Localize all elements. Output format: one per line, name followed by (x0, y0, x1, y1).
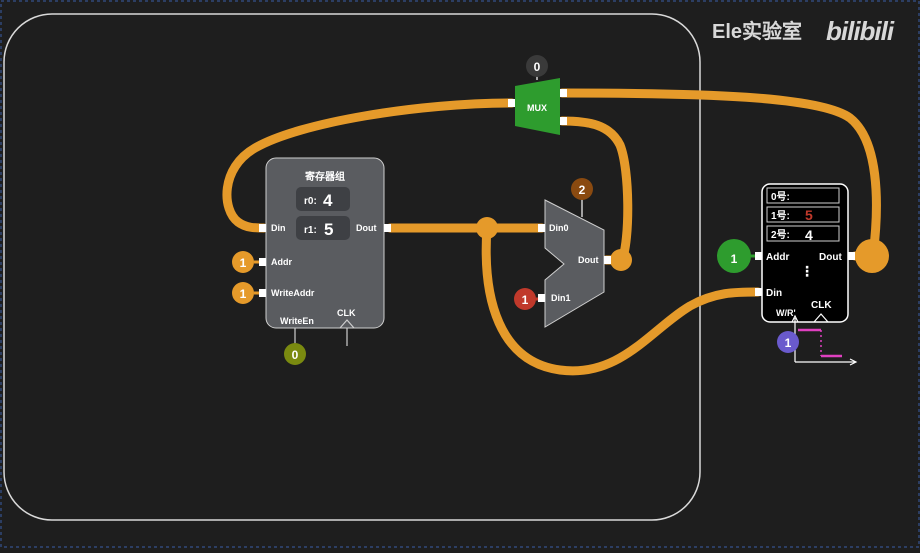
mem-din-port (755, 288, 762, 296)
mem-addr-value: 1 (731, 252, 738, 266)
alu-din1-badge[interactable] (514, 288, 536, 310)
mem-out-node (855, 239, 889, 273)
alu-din1-port (538, 294, 545, 302)
wire-to-mem-din (481, 223, 763, 376)
reg-writeaddr-label: WriteAddr (271, 288, 315, 298)
mem-addr-label: Addr (766, 252, 789, 263)
memory-row-1-label: 1号: (771, 210, 790, 222)
writeen-input-badge[interactable] (284, 343, 306, 365)
addr-input-value: 1 (240, 256, 247, 270)
register-file: 寄存器组 r0: 4 r1: 5 Din Dout Addr WriteAddr… (259, 157, 391, 346)
mem-addr-badge[interactable] (717, 239, 751, 273)
reg-dout-port (384, 224, 391, 232)
mem-clk-label: CLK (811, 300, 832, 311)
mem-wr-badge[interactable] (777, 331, 799, 353)
memory-ellipsis: ⋮ (800, 263, 814, 279)
reg-addr-label: Addr (271, 257, 292, 267)
memory-row-1 (766, 206, 840, 223)
watermark-site: bilibili (826, 16, 895, 46)
reg-din-port (259, 224, 266, 232)
alu-out-node (610, 249, 632, 271)
alu: Din0 Din1 Dout 2 1 (514, 178, 611, 328)
alu-din0-label: Din0 (549, 223, 569, 233)
register-file-title: 寄存器组 (305, 170, 345, 183)
mux: MUX 0 (508, 55, 567, 135)
alu-din1-label: Din1 (551, 293, 571, 303)
memory-row-0-label: 0号: (771, 191, 790, 203)
mux-in1-port (560, 89, 567, 97)
memory: 0号: 1号: 5 2号: 4 ⋮ Addr Dout Din W/R' CLK (755, 183, 855, 323)
memory-row-2-value: 4 (805, 227, 813, 243)
alu-control-value: 2 (579, 183, 586, 197)
alu-dout-port (604, 256, 611, 264)
register-r1-box (296, 216, 350, 240)
mux-label: MUX (527, 103, 547, 113)
mem-addr-port (755, 252, 762, 260)
memory-row-0 (766, 187, 840, 204)
register-r0-box (296, 187, 350, 211)
wire-junction (476, 217, 498, 239)
mux-body (515, 78, 560, 135)
memory-row-2-label: 2号: (771, 229, 790, 241)
mem-wr-label: W/R' (776, 308, 796, 318)
writeaddr-input-badge[interactable] (232, 282, 254, 304)
memory-row-1-value: 5 (805, 207, 813, 223)
register-r1-label: r1: (304, 225, 317, 236)
wires (222, 88, 881, 376)
wire-mem-to-mux (557, 88, 881, 261)
alu-din0-port (538, 224, 545, 232)
memory-row-2 (766, 225, 840, 242)
mem-dout-port (848, 252, 855, 260)
alu-dout-label: Dout (578, 255, 599, 265)
reg-writeaddr-port (259, 289, 266, 297)
addr-input-badge[interactable] (232, 251, 254, 273)
wave-x-arrow (849, 358, 858, 366)
reg-dout-label: Dout (356, 223, 377, 233)
register-file-body (265, 157, 385, 329)
reg-din-label: Din (271, 223, 286, 233)
register-r0-value: 4 (323, 191, 333, 210)
mem-dout-label: Dout (819, 252, 842, 263)
clock-waveform (791, 314, 858, 366)
mem-wr-value: 1 (785, 336, 792, 350)
alu-control-badge[interactable] (571, 178, 593, 200)
register-r0-label: r0: (304, 196, 317, 207)
wire-mux-to-din (222, 98, 517, 233)
wire-alu-to-mux (557, 116, 633, 265)
mux-select-value: 0 (534, 60, 541, 74)
writeen-input-value: 0 (292, 348, 299, 362)
alu-body (544, 199, 605, 328)
wave-y-arrow (791, 314, 799, 323)
mux-in2-port (560, 117, 567, 125)
alu-din1-value: 1 (522, 293, 529, 307)
register-r1-value: 5 (324, 220, 333, 239)
mux-select-badge[interactable] (526, 55, 548, 77)
reg-clk-label: CLK (337, 308, 356, 318)
watermark-brand: Ele实验室 (712, 19, 802, 43)
reg-writeen-label: WriteEn (280, 316, 314, 326)
mem-clk-triangle (813, 313, 829, 323)
mux-out-port (508, 99, 515, 107)
writeaddr-input-value: 1 (240, 287, 247, 301)
reg-clk-triangle (339, 319, 355, 329)
reg-addr-port (259, 258, 266, 266)
mem-din-label: Din (766, 288, 782, 299)
